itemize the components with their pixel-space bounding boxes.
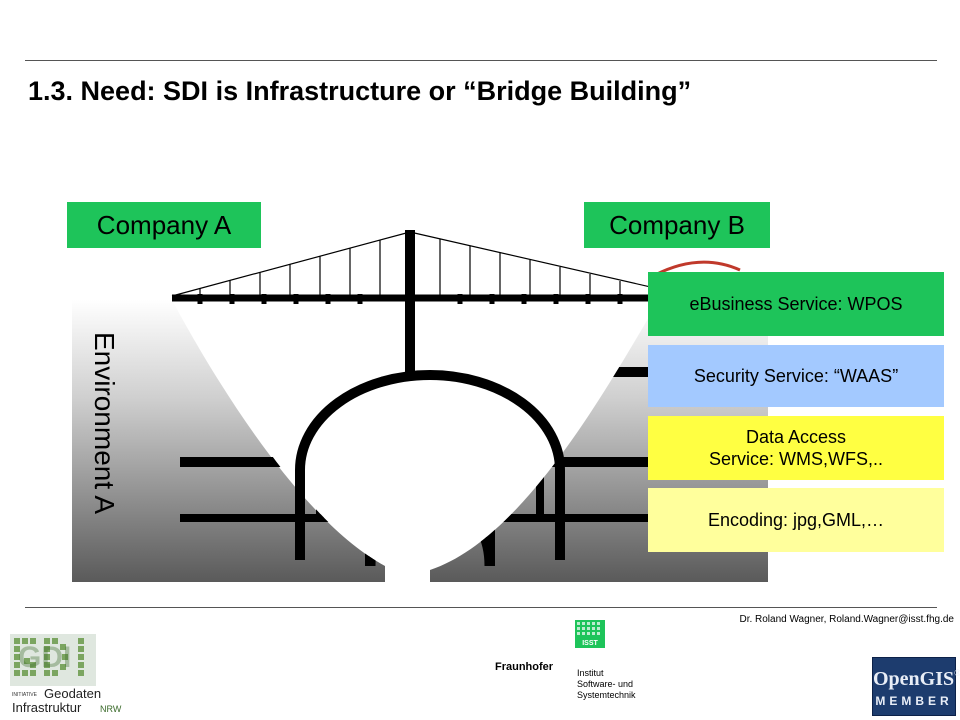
valley-left-slope bbox=[72, 300, 385, 582]
opengis-member-logo: OpenGIS® MEMBER bbox=[872, 657, 960, 716]
encoding-service-box: Encoding: jpg,GML,… bbox=[648, 488, 944, 552]
fraunhofer-label: Fraunhofer bbox=[495, 661, 554, 673]
suspension-cables bbox=[171, 231, 691, 297]
company-b-label: Company B bbox=[609, 209, 745, 240]
security-service-box: Security Service: “WAAS” bbox=[648, 345, 944, 407]
svg-text:INITIATIVE: INITIATIVE bbox=[12, 692, 38, 698]
decorative-arc bbox=[654, 260, 741, 277]
top-deck bbox=[172, 294, 690, 304]
ebusiness-service-box: eBusiness Service: WPOS bbox=[648, 272, 944, 336]
environment-a-label: Environment A bbox=[89, 331, 120, 515]
company-a-label: Company A bbox=[96, 209, 232, 240]
isst-badge: ISST bbox=[575, 620, 605, 648]
main-arch bbox=[295, 370, 565, 560]
gdi-logo: GDI INITIATIVE Geodaten Infrastruktur NR… bbox=[10, 634, 122, 715]
svg-text:Geodaten: Geodaten bbox=[44, 686, 101, 701]
institute-name: Institut Software- und Systemtechnik bbox=[577, 668, 636, 700]
company-b-box: Company B bbox=[584, 202, 770, 248]
slide-title: 1.3. Need: SDI is Infrastructure or “Bri… bbox=[28, 76, 692, 106]
data-access-service-box: Data Access Service: WMS,WFS,.. bbox=[648, 416, 944, 480]
svg-text:Infrastruktur: Infrastruktur bbox=[12, 700, 82, 715]
author-credit: Dr. Roland Wagner, Roland.Wagner@isst.fh… bbox=[739, 614, 954, 625]
gdi-letters: GDI bbox=[18, 641, 71, 674]
company-a-box: Company A bbox=[67, 202, 261, 248]
bottom-divider bbox=[25, 607, 937, 608]
isst-badge-text: ISST bbox=[582, 640, 598, 647]
svg-text:NRW: NRW bbox=[100, 704, 122, 714]
top-divider bbox=[25, 60, 937, 61]
isst-grid-icon: ISST bbox=[577, 622, 600, 647]
